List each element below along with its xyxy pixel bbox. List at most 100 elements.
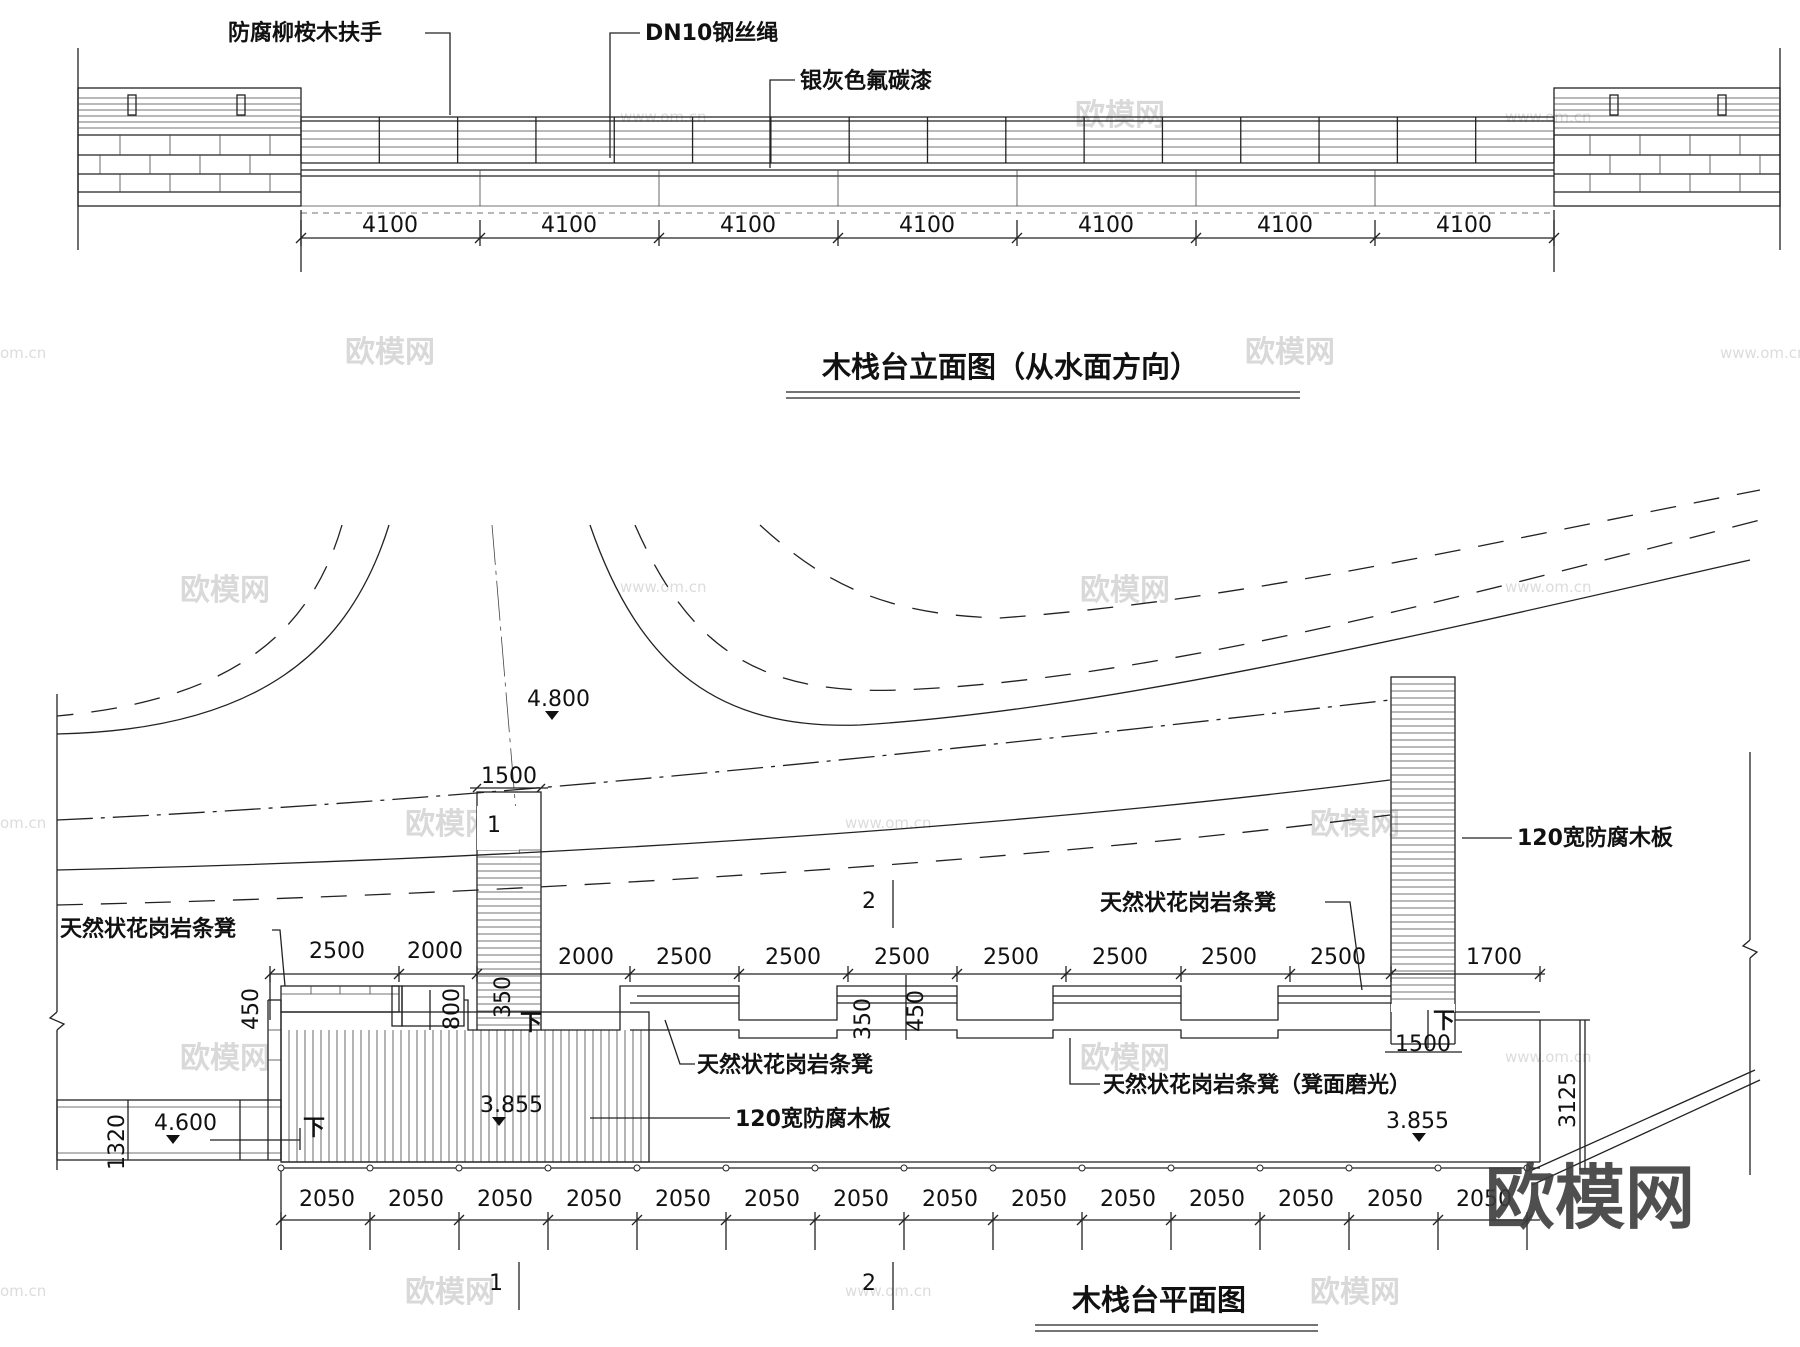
level-triangle [492, 1117, 506, 1126]
plan-title: 木栈台平面图 [1071, 1283, 1246, 1317]
deck-post-node [989, 1164, 997, 1172]
deck-post-node [1345, 1164, 1353, 1172]
road-curves [56, 489, 1761, 906]
dim-2050: 2050 [566, 1187, 622, 1212]
dim-4100: 4100 [1257, 213, 1313, 238]
dim-2500: 2500 [1092, 945, 1148, 970]
dim-2050: 2050 [388, 1187, 444, 1212]
dim-2050: 2050 [299, 1187, 355, 1212]
deck-post-node [722, 1164, 730, 1172]
bottom-dim-ticks [275, 1164, 1533, 1250]
dim-2000: 2000 [558, 945, 614, 970]
deck-post-node [544, 1164, 552, 1172]
deck-boards [288, 1030, 642, 1162]
section-marks: 2 1 2 [489, 880, 894, 1310]
watermark-url: www.om.cn [1720, 344, 1800, 362]
deck-post-node [1256, 1164, 1264, 1172]
watermark-text: 欧模网 [180, 573, 270, 608]
left-abutment [77, 48, 302, 250]
dim-1700: 1700 [1466, 945, 1522, 970]
dim-2500: 2500 [983, 945, 1039, 970]
dim-tick-slash [1284, 968, 1296, 980]
level-3855: 3.855 [480, 1093, 543, 1118]
right-abutment [1553, 48, 1781, 250]
dim-tick-slash [1060, 968, 1072, 980]
dim-tick-slash [1432, 1214, 1444, 1226]
dim-tick-slash [842, 968, 854, 980]
dim-3125: 3125 [1556, 1072, 1581, 1128]
level-3855: 3.855 [1386, 1109, 1449, 1134]
dim-tick-slash [1190, 232, 1202, 244]
main-deck [280, 1011, 1540, 1169]
dim-2050: 2050 [1367, 1187, 1423, 1212]
dim-tick-slash [1343, 1214, 1355, 1226]
down-arrow-label: 下 [303, 1116, 325, 1141]
plan-leaders: 天然状花岗岩条凳 天然状花岗岩条凳 120宽防腐木板 天然状花岗岩条凳 天然状花… [60, 825, 1674, 1150]
dim-2500: 2500 [309, 939, 365, 964]
label-granite-bench: 天然状花岗岩条凳 [60, 916, 236, 942]
railing [301, 116, 1554, 214]
watermark-text: 欧模网 [1245, 335, 1335, 370]
label-fluorocarbon-paint: 银灰色氟碳漆 [800, 68, 932, 94]
watermark-layer: 欧模网 欧模网 欧模网 欧模网 欧模网 欧模网 欧模网 欧模网 欧模网 欧模网 … [0, 98, 1800, 1310]
dim-2050: 2050 [922, 1187, 978, 1212]
deck-post-node [366, 1164, 374, 1172]
dim-2050: 2050 [1189, 1187, 1245, 1212]
label-granite-bench-polished: 天然状花岗岩条凳（凳面磨光） [1103, 1072, 1411, 1098]
dim-2050: 2050 [655, 1187, 711, 1212]
watermark-text: 欧模网 [405, 1275, 495, 1310]
watermark-url: www.om.cn [620, 578, 707, 596]
label-steel-rope: DN10钢丝绳 [645, 20, 778, 46]
dim-2050: 2050 [1011, 1187, 1067, 1212]
section-mark-1: 1 [489, 1271, 503, 1296]
dim-tick-slash [1165, 1214, 1177, 1226]
dim-2500: 2500 [765, 945, 821, 970]
deck-post-node [277, 1164, 285, 1172]
watermark-url: om.cn [0, 344, 46, 362]
dim-4100: 4100 [541, 213, 597, 238]
deck-post-node [455, 1164, 463, 1172]
dim-2500: 2500 [656, 945, 712, 970]
left-pier: 1500 1 下 [470, 764, 548, 1036]
deck-post-node [1078, 1164, 1086, 1172]
dim-tick-slash [471, 968, 483, 980]
elevation-dimensions: 4100 4100 4100 4100 4100 4100 4100 [300, 210, 1555, 272]
dim-tick-slash [720, 1214, 732, 1226]
section-mark-2: 2 [862, 889, 876, 914]
deck-post-node [1167, 1164, 1175, 1172]
deck-post-node [1523, 1164, 1531, 1172]
dim-2500: 2500 [1201, 945, 1257, 970]
dim-tick-slash [1011, 232, 1023, 244]
bottom-dimensions: 2050 2050 2050 2050 2050 2050 2050 2050 … [280, 1168, 1540, 1250]
elevation-dim-ticks [295, 220, 1560, 246]
dim-2050: 2050 [1456, 1187, 1512, 1212]
dim-4100: 4100 [1436, 213, 1492, 238]
down-arrow-label: 下 [1433, 1009, 1455, 1034]
level-triangle [1412, 1133, 1426, 1142]
dim-2000: 2000 [407, 939, 463, 964]
dim-1500: 1500 [481, 764, 537, 789]
dim-1320: 1320 [105, 1114, 130, 1170]
dim-tick-slash [987, 1214, 999, 1226]
dim-tick-slash [809, 1214, 821, 1226]
deck-post-node [1434, 1164, 1442, 1172]
right-pier: 下 1500 [1385, 676, 1462, 1057]
vertical-dimensions: 450 800 350 350 450 1320 3125 [105, 974, 1581, 1170]
label-granite-bench: 天然状花岗岩条凳 [1100, 890, 1276, 916]
dim-tick-slash [295, 232, 307, 244]
elevation-leaders: 防腐柳桉木扶手 DN10钢丝绳 银灰色氟碳漆 [228, 20, 932, 168]
watermark-text: 欧模网 [1310, 1275, 1400, 1310]
dim-2050: 2050 [1100, 1187, 1156, 1212]
watermark-url: om.cn [0, 1282, 46, 1300]
dim-tick-slash [1369, 232, 1381, 244]
label-granite-bench: 天然状花岗岩条凳 [697, 1052, 873, 1078]
dim-tick-slash [1521, 1214, 1533, 1226]
dim-2050: 2050 [744, 1187, 800, 1212]
watermark-text: 欧模网 [1310, 807, 1400, 842]
dim-2050: 2050 [1278, 1187, 1334, 1212]
dim-4100: 4100 [1078, 213, 1134, 238]
deck-post-node [811, 1164, 819, 1172]
level-triangle [545, 711, 559, 720]
dim-tick-slash [631, 1214, 643, 1226]
